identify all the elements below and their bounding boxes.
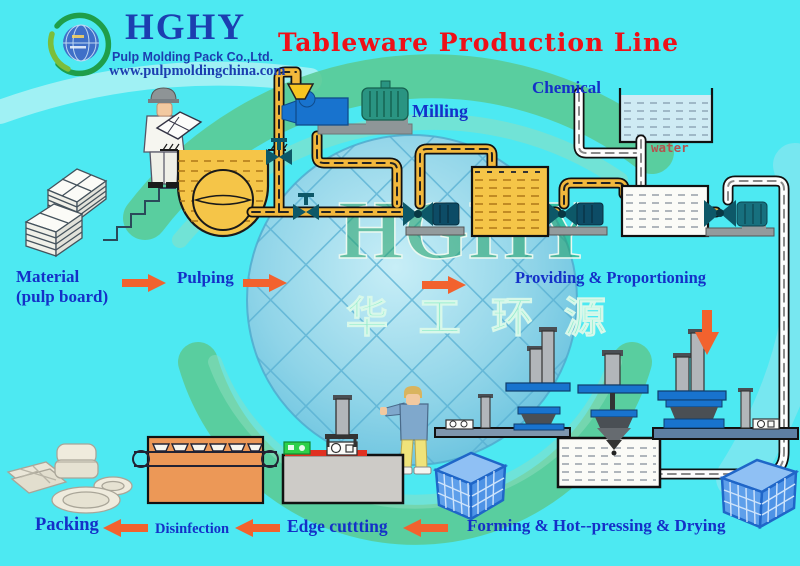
packing-label: Packing [35,515,99,535]
forming-press-center [577,350,649,456]
material-label: Material (pulp board) [16,267,108,306]
forming-pulp-tank [556,436,662,489]
pulping-label: Pulping [177,268,234,287]
flow-arrows [103,274,719,537]
pulp-pump-3 [704,200,775,237]
company-subtitle: Pulp Molding Pack Co.,Ltd. [112,50,274,64]
pulp-pipes [246,66,722,218]
forming-press-right [652,329,799,440]
forming-press-left [434,327,571,438]
worker-carrying-board [143,87,203,188]
milling-machine [281,80,413,135]
material-label-line1: Material [16,267,80,286]
water-tank [618,88,714,144]
arrow-to-providing-icon [422,276,466,294]
material-label-line2: (pulp board) [16,286,109,306]
arrow-material-to-pulping-icon [122,274,166,292]
edge-cutting-machine [281,395,405,505]
edge-cutting-label: Edge cuttting [287,516,388,536]
pulp-board-stacks [24,168,108,258]
product-basket-right [718,458,800,530]
arrow-disinfection-to-packing-icon [103,519,148,537]
pulp-pump-1 [403,202,465,236]
tableware-products [6,443,133,514]
watermark-chinese: 华 工 环 源 [346,293,614,342]
milling-label: Milling [412,101,469,121]
arrow-pulping-to-next-icon [243,274,287,292]
pulp-pump-2 [547,202,608,236]
arrow-down-to-forming-icon [695,310,719,355]
pulp-storage-tank [470,165,550,238]
pipe-valve-icon [266,138,319,220]
arrow-edge-to-disinfection-icon [235,519,280,537]
pulping-tank [160,143,288,238]
providing-label: Providing & Proportioning [515,268,706,287]
disinfection-conveyor [132,435,279,505]
feed-funnel [286,83,315,100]
product-basket-left [432,451,509,522]
stairs [103,187,176,241]
chemical-label: Chemical [532,78,601,97]
company-website[interactable]: www.pulpmoldingchina.com [109,63,286,79]
water-label: water [651,140,689,155]
company-logo-icon [47,12,112,77]
proportioning-tank [620,184,710,238]
watermark-text: HGHY [338,184,595,277]
company-name: HGHY [125,7,247,48]
arrow-forming-to-edge-icon [403,519,448,537]
forming-label: Forming & Hot--pressing & Drying [467,516,726,535]
disinfection-label: Disinfection [155,521,230,537]
page-title: Tableware Production Line [278,28,680,57]
